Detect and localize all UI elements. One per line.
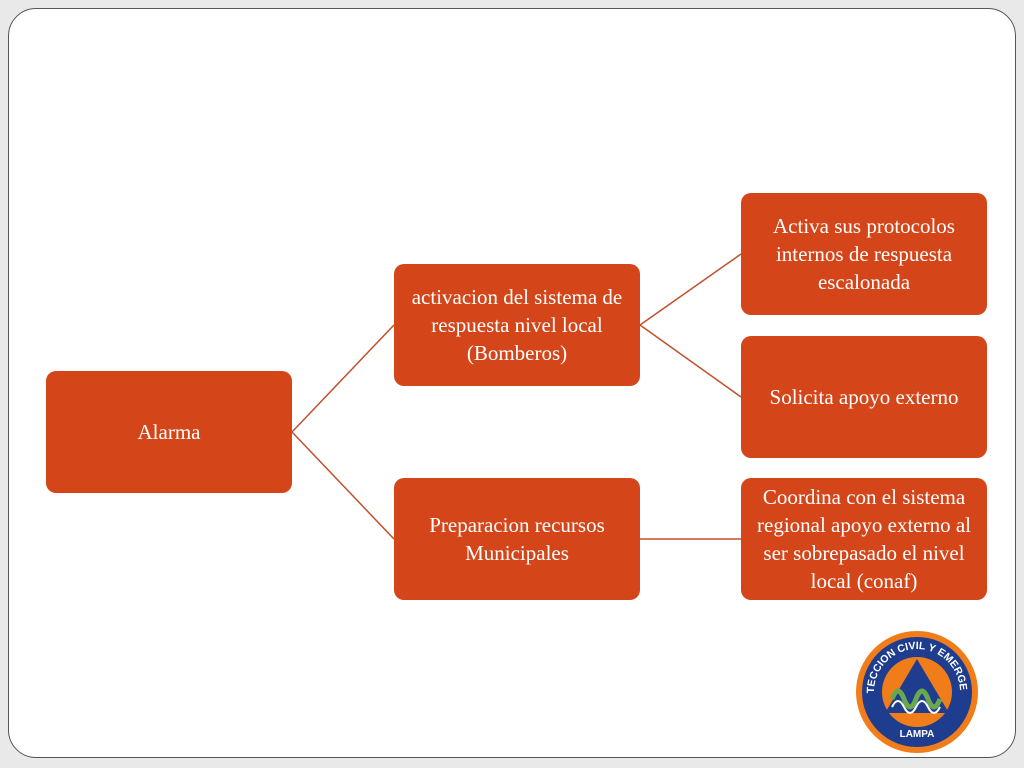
- node-solicita-apoyo: Solicita apoyo externo: [741, 336, 987, 458]
- connector-alarma-activacion: [291, 324, 395, 433]
- node-activa-protocolos: Activa sus protocolos internos de respue…: [741, 193, 987, 315]
- node-coordina-sistema: Coordina con el sistema regional apoyo e…: [741, 478, 987, 600]
- proteccion-civil-logo: PROTECCION CIVIL Y EMERGENCIA LAMPA: [854, 629, 978, 753]
- node-alarma: Alarma: [46, 371, 292, 493]
- connector-lines: [291, 253, 742, 540]
- slide: Alarma activacion del sistema de respues…: [8, 8, 1016, 758]
- node-activacion-label: activacion del sistema de respuesta nive…: [411, 285, 623, 365]
- node-alarma-label: Alarma: [137, 420, 201, 444]
- connector-alarma-preparacion: [291, 431, 395, 540]
- logo-bottom-text: LAMPA: [900, 729, 935, 740]
- logo-wave-white-icon: [891, 700, 941, 714]
- logo-triangle: [885, 659, 949, 713]
- logo-wave-icon: [889, 688, 943, 710]
- connector-activacion-solicita: [639, 324, 742, 398]
- connector-activacion-activa: [639, 253, 742, 326]
- node-solicita-label: Solicita apoyo externo: [769, 385, 959, 409]
- node-activacion: activacion del sistema de respuesta nive…: [394, 264, 640, 386]
- node-activa-label: Activa sus protocolos internos de respue…: [773, 214, 955, 294]
- node-coordina-label: Coordina con el sistema regional apoyo e…: [757, 485, 971, 593]
- node-preparacion: Preparacion recursos Municipales: [394, 478, 640, 600]
- node-preparacion-label: Preparacion recursos Municipales: [429, 513, 605, 565]
